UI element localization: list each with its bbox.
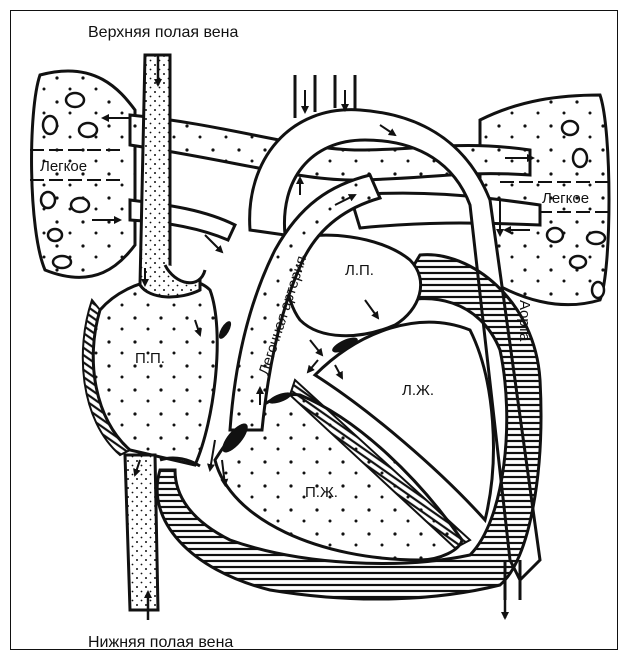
lung-left-label: Легкое: [40, 158, 87, 175]
aorta-label: Аорта: [516, 300, 533, 342]
ivc-label: Нижняя полая вена: [88, 634, 233, 651]
right-ventricle-label: П.Ж.: [305, 484, 338, 501]
left-atrium-label: Л.П.: [345, 262, 374, 279]
right-atrium-label: П.П.: [135, 350, 165, 367]
lung-right-label: Легкое: [542, 190, 589, 207]
svc-label: Верхняя полая вена: [88, 24, 239, 41]
left-ventricle-label: Л.Ж.: [402, 382, 434, 399]
